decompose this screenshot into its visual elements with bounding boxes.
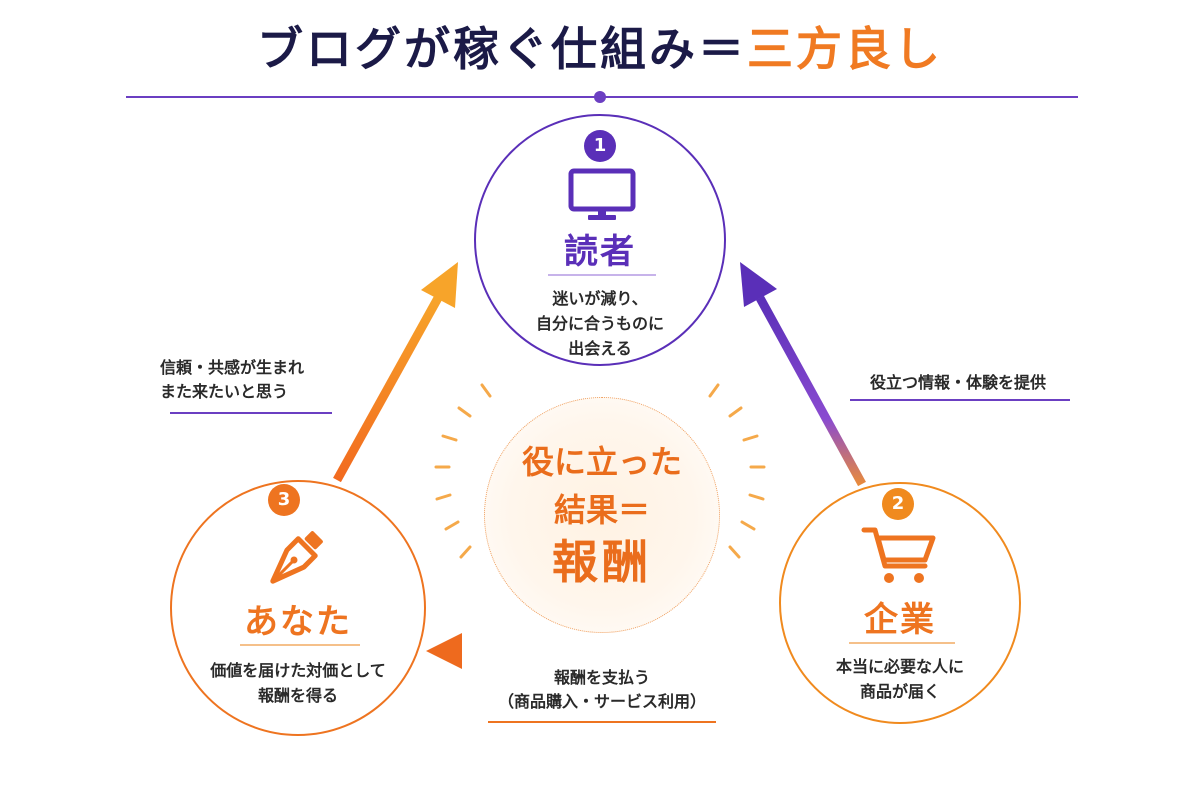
you-title-underline — [240, 644, 360, 646]
reader-description: 迷いが減り、 自分に合うものに 出会える — [535, 289, 664, 358]
flow-label-company-to-you-rule — [488, 721, 716, 723]
reader-node: 1 読者 迷いが減り、 自分に合うものに 出会える — [474, 114, 726, 366]
center-result-circle: 役に立った 結果＝ 報酬 — [484, 397, 720, 633]
center-rays — [434, 383, 766, 559]
company-number-badge: 2 — [882, 488, 914, 520]
company-title-underline — [849, 642, 955, 644]
you-title: あなた — [244, 602, 352, 642]
arrow-you-to-reader — [333, 262, 458, 483]
reader-title-underline — [548, 274, 656, 276]
title-accent: 三方良し — [747, 22, 943, 76]
flow-label-company-to-reader-rule — [850, 399, 1070, 401]
company-description: 本当に必要な人に 商品が届く — [835, 657, 964, 701]
arrow-company-to-reader — [740, 262, 866, 487]
title-main: ブログが稼ぐ仕組み＝ — [257, 22, 747, 76]
title-divider-dot — [594, 91, 606, 103]
flow-label-company-to-you: 報酬を支払う （商品購入・サービス利用） — [497, 668, 706, 711]
arrow-company-to-you — [426, 633, 779, 669]
shopping-cart-icon — [861, 527, 936, 583]
company-title: 企業 — [864, 600, 936, 640]
center-text-line1: 役に立った — [521, 443, 682, 481]
you-node: 3 あなた 価値を届けた対価として 報酬を得る — [170, 480, 426, 736]
page-title: ブログが稼ぐ仕組み＝三方良し — [0, 14, 1200, 84]
reader-number-badge: 1 — [584, 130, 616, 162]
you-number-badge: 3 — [268, 484, 300, 516]
center-text-line2: 結果＝ — [553, 491, 650, 529]
you-description: 価値を届けた対価として 報酬を得る — [210, 661, 386, 705]
flow-label-company-to-reader: 役立つ情報・体験を提供 — [869, 373, 1046, 392]
company-node: 2 企業 本当に必要な人に 商品が届く — [779, 482, 1021, 724]
flow-label-you-to-reader: 信頼・共感が生まれ また来たいと思う — [160, 358, 305, 401]
reader-title: 読者 — [564, 232, 636, 272]
fountain-pen-icon — [270, 531, 323, 584]
flow-label-you-to-reader-rule — [170, 412, 332, 414]
center-text-line3: 報酬 — [552, 535, 652, 589]
monitor-icon — [568, 168, 636, 220]
